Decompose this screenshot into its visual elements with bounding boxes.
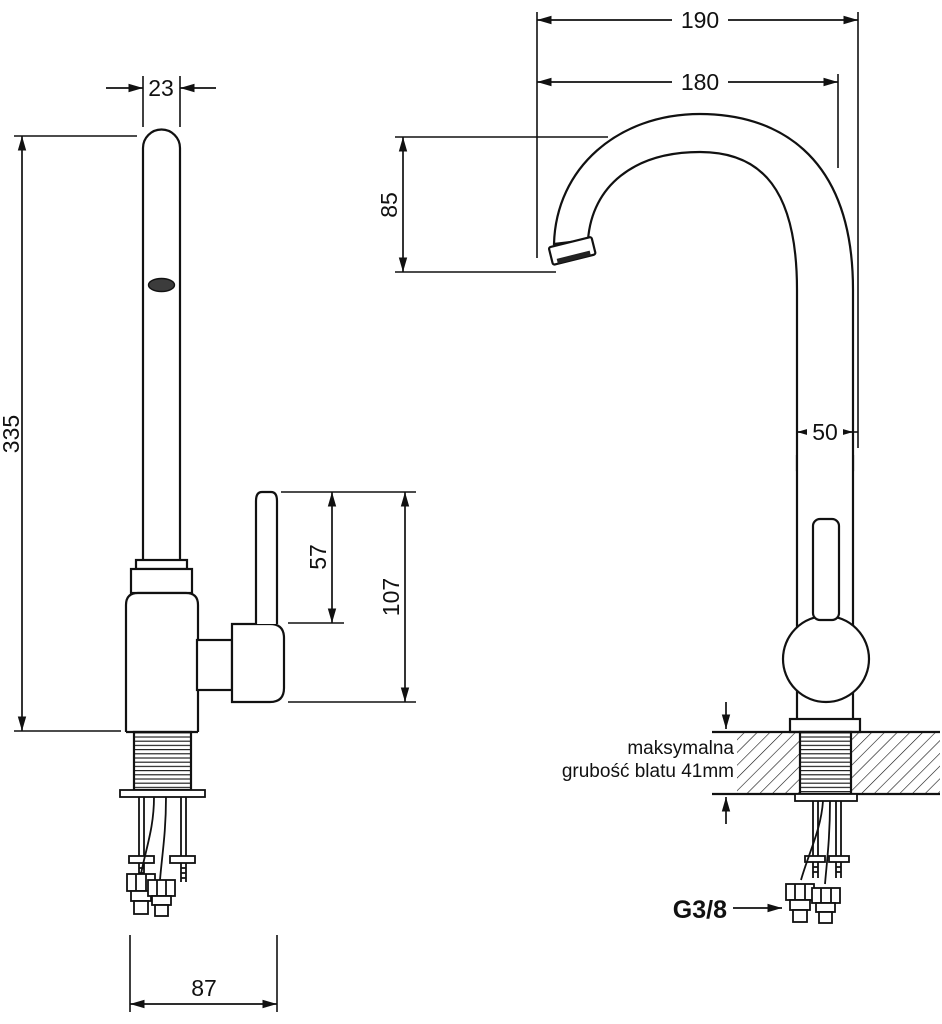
- faucet-body: [124, 591, 200, 732]
- hose-right: [824, 800, 831, 885]
- dim-lever-height-group: 57: [281, 491, 416, 624]
- thread-label-group: G3/8: [673, 896, 782, 924]
- dim-spout-drop-group: 85: [376, 136, 608, 273]
- aerator: [147, 277, 176, 293]
- base-flange: [788, 717, 862, 734]
- dim-total-height: 335: [0, 415, 24, 453]
- mounting-hardware: [119, 789, 206, 917]
- mixing-sphere: [781, 614, 871, 704]
- countertop-note-line2: grubość blatu 41mm: [562, 761, 734, 782]
- dim-spout-width: 23: [148, 75, 174, 101]
- countertop: [712, 730, 940, 796]
- hose-nut: [785, 883, 815, 901]
- hose-nut: [811, 887, 841, 904]
- hose-right: [159, 796, 167, 881]
- dim-spout-drop: 85: [376, 192, 402, 218]
- dim-body-width-group: 50: [797, 419, 858, 445]
- dim-total-height-group: 335: [0, 135, 137, 732]
- spout-tip: [548, 236, 597, 266]
- handle-socket: [230, 622, 286, 704]
- dim-lever-to-base-group: 107: [288, 492, 416, 703]
- thread-label: G3/8: [673, 896, 727, 924]
- countertop-hatch: [737, 732, 800, 794]
- hose-left: [140, 796, 155, 875]
- dim-base-depth: 87: [191, 975, 217, 1001]
- hose-nut: [147, 879, 176, 897]
- handle-lever-front: [811, 517, 841, 622]
- countertop-hatch: [851, 732, 940, 794]
- dim-lever-to-base: 107: [378, 578, 404, 616]
- hose-left: [800, 800, 824, 881]
- gooseneck-spout: [552, 112, 855, 472]
- front-view: [548, 112, 940, 924]
- handle-neck: [195, 638, 234, 692]
- spout-pipe: [141, 128, 182, 562]
- dim-spout-width-group: 23: [106, 75, 216, 127]
- swivel-ring: [134, 558, 189, 571]
- mounting-thread: [132, 730, 193, 792]
- dim-reach-overall-group: 190: [536, 7, 859, 448]
- countertop-note-line1: maksymalna: [627, 738, 734, 759]
- body-neck: [129, 567, 194, 595]
- handle-lever: [254, 490, 279, 624]
- side-view: [119, 128, 286, 917]
- dim-reach-inner-group: 180: [537, 69, 839, 168]
- dimensions: 23 335 57 107 87: [0, 7, 859, 1012]
- dim-base-depth-group: 87: [129, 935, 278, 1012]
- dim-reach-inner: 180: [681, 69, 719, 95]
- mounting-thread-front: [798, 730, 853, 796]
- dim-reach-overall: 190: [681, 7, 719, 33]
- dim-body-width: 50: [812, 419, 838, 445]
- countertop-note-group: maksymalna grubość blatu 41mm: [562, 702, 734, 824]
- dim-lever-height: 57: [305, 544, 331, 570]
- mounting-hardware-front: [785, 793, 858, 924]
